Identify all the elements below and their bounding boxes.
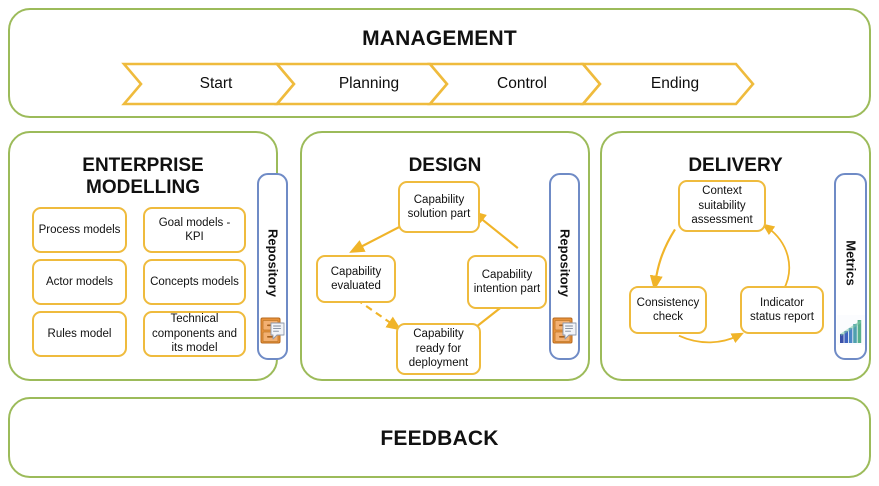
chevron-shape-icon [580, 62, 755, 106]
chevron-label-planning: Planning [338, 75, 400, 92]
design-node-capability-ready-for-deployment[interactable]: Capability ready for deployment [396, 323, 481, 375]
design-node-capability-intention-part[interactable]: Capability intention part [467, 255, 547, 309]
design-title: DESIGN [408, 155, 482, 176]
bar-chart-icon [836, 315, 865, 350]
metrics-label: Metrics [843, 240, 858, 286]
chevron-step-planning[interactable]: Planning [274, 62, 449, 106]
enterprise-modelling-title: ENTERPRISE MODELLING [10, 155, 276, 200]
delivery-node-consistency-check[interactable]: Consistency check [629, 286, 707, 334]
management-process-chevrons: Start Planning Control End [121, 62, 755, 106]
delivery-title: DELIVERY [688, 155, 783, 176]
arrow-indicator-to-context [762, 223, 791, 291]
chevron-step-control[interactable]: Control [427, 62, 602, 106]
enterprise-box-actor-models[interactable]: Actor models [32, 259, 127, 305]
enterprise-box-rules-model[interactable]: Rules model [32, 311, 127, 357]
arrow-consistency-to-indicator [678, 332, 744, 344]
repository-label: Repository [265, 228, 280, 297]
chevron-label-start: Start [199, 75, 233, 92]
chevron-step-ending[interactable]: Ending [580, 62, 755, 106]
metrics-panel[interactable]: Metrics [834, 173, 867, 360]
feedback-panel: FEEDBACK [8, 397, 871, 478]
design-node-capability-evaluated[interactable]: Capability evaluated [316, 255, 396, 303]
repository-panel-enterprise[interactable]: Repository [257, 173, 288, 360]
management-title: MANAGEMENT [362, 27, 517, 50]
chevron-label-control: Control [497, 75, 547, 92]
chevron-label-ending: Ending [650, 75, 700, 92]
design-panel: DESIGN Capability solution part Capabili… [300, 131, 590, 381]
delivery-node-indicator-status-report[interactable]: Indicator status report [740, 286, 824, 334]
delivery-node-context-suitability-assessment[interactable]: Context suitability assessment [678, 180, 766, 232]
enterprise-box-goal-models-kpi[interactable]: Goal models - KPI [143, 207, 246, 253]
delivery-panel: DELIVERY Context suitability assessment … [600, 131, 871, 381]
enterprise-box-process-models[interactable]: Process models [32, 207, 127, 253]
repository-label: Repository [557, 228, 572, 297]
enterprise-title-line-1: ENTERPRISE [82, 155, 204, 176]
repository-panel-design[interactable]: Repository [549, 173, 580, 360]
management-panel: MANAGEMENT Start Planning C [8, 8, 871, 118]
enterprise-box-concepts-models[interactable]: Concepts models [143, 259, 246, 305]
arrow-context-to-consistency [649, 228, 676, 291]
design-node-capability-solution-part[interactable]: Capability solution part [398, 181, 480, 233]
file-cabinet-icon [552, 315, 578, 350]
arrow-intention-to-solution [471, 210, 519, 249]
feedback-title: FEEDBACK [380, 427, 499, 450]
enterprise-title-line-2: MODELLING [86, 177, 200, 199]
enterprise-modelling-panel: ENTERPRISE MODELLING Process models Goal… [8, 131, 278, 381]
arrow-evaluated-to-ready [355, 298, 402, 331]
enterprise-box-technical-components[interactable]: Technical components and its model [143, 311, 246, 357]
chevron-step-start[interactable]: Start [121, 62, 296, 106]
file-cabinet-icon [260, 315, 286, 350]
